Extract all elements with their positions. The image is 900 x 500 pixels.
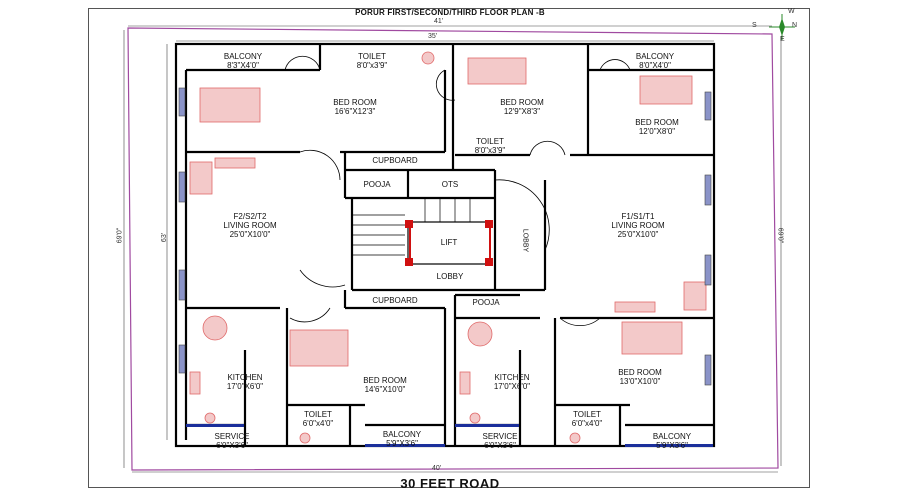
compass-icon: W S N E: [752, 8, 798, 44]
sofa: [614, 301, 656, 313]
room-lobby: LOBBY: [436, 272, 464, 281]
site-boundary: [127, 27, 779, 471]
room-ots: OTS: [441, 180, 459, 189]
plan-title: PORUR FIRST/SECOND/THIRD FLOOR PLAN -B: [355, 8, 545, 17]
room-lift: LIFT: [440, 238, 458, 247]
dim-left-inner: 63': [161, 232, 169, 243]
room-pooja-bottom: POOJA: [472, 298, 500, 307]
room-cupboard-top: CUPBOARD: [372, 156, 418, 165]
bed: [199, 87, 261, 123]
sofa: [189, 161, 213, 195]
room-pooja-top: POOJA: [363, 180, 391, 189]
wc: [299, 432, 311, 444]
compass-e: E: [780, 36, 785, 43]
bed: [289, 329, 349, 367]
staircase: [352, 198, 471, 256]
door-swings: [284, 55, 631, 327]
bed: [621, 321, 683, 355]
dining-table: [202, 315, 228, 341]
bed: [639, 75, 693, 105]
wc: [204, 412, 216, 424]
wc: [569, 432, 581, 444]
furniture: [189, 51, 707, 444]
kitchen-sink: [189, 371, 201, 395]
dim-bottom: 40': [432, 465, 442, 472]
compass-w: W: [788, 8, 795, 15]
bed: [467, 57, 527, 85]
windows: [178, 87, 712, 386]
balcony-rails: [186, 424, 713, 447]
wc: [421, 51, 435, 65]
dining-table: [467, 321, 493, 347]
wc: [469, 412, 481, 424]
compass-s: S: [752, 22, 757, 29]
sofa: [214, 157, 256, 169]
room-lobby-vertical: LOBBY: [521, 228, 529, 253]
room-cupboard-bottom: CUPBOARD: [372, 296, 418, 305]
kitchen-sink: [459, 371, 471, 395]
dim-top-outer: 41': [434, 18, 444, 25]
dim-right: 69'0": [776, 227, 784, 244]
road-label: 30 FEET ROAD: [400, 476, 500, 491]
sofa: [683, 281, 707, 311]
compass-n: N: [792, 22, 798, 29]
dim-left-outer: 69'0": [116, 227, 124, 244]
dim-top-inner: 35': [428, 33, 438, 40]
